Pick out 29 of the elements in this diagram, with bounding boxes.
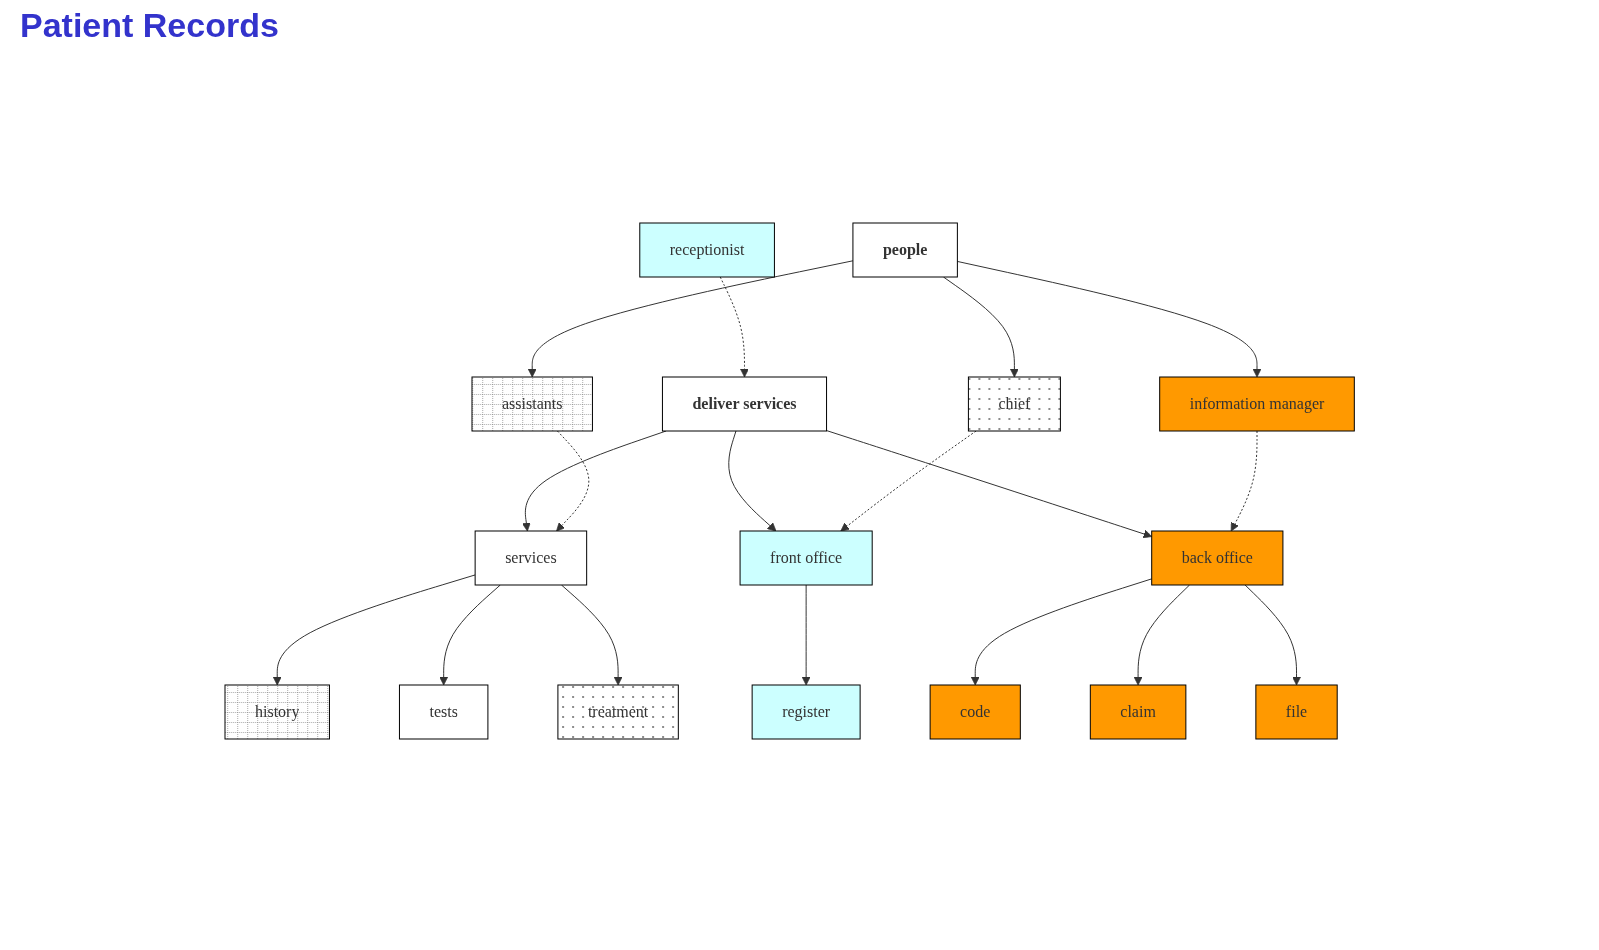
- node-box: back office: [1151, 530, 1284, 586]
- arrow: [1134, 584, 1191, 686]
- arrow: [943, 276, 1020, 378]
- arrow: [826, 430, 1153, 539]
- arrow: [439, 584, 502, 686]
- arrow: [273, 574, 476, 686]
- arrow: [957, 260, 1262, 378]
- arrow: [728, 430, 777, 532]
- node-box: register: [752, 684, 861, 740]
- node-box: chief: [968, 376, 1062, 432]
- node-box: receptionist: [639, 222, 776, 278]
- arrow: [971, 578, 1153, 686]
- node-box: information manager: [1159, 376, 1356, 432]
- node-box: code: [929, 684, 1022, 740]
- node-box: tests: [399, 684, 489, 740]
- node-box: claim: [1090, 684, 1187, 740]
- node-box: services: [474, 530, 588, 586]
- node-box: history: [224, 684, 331, 740]
- node-box: treatment: [557, 684, 680, 740]
- node-box: assistants: [471, 376, 594, 432]
- node-box: people: [852, 222, 959, 278]
- slide-title: Patient Records: [20, 6, 280, 45]
- node-box: deliver services: [662, 376, 828, 432]
- arrow: [561, 584, 623, 686]
- node-box: file: [1255, 684, 1339, 740]
- arrow: [528, 260, 854, 378]
- node-box: front office: [739, 530, 874, 586]
- arrow: [1244, 584, 1302, 686]
- arrow: [802, 584, 811, 686]
